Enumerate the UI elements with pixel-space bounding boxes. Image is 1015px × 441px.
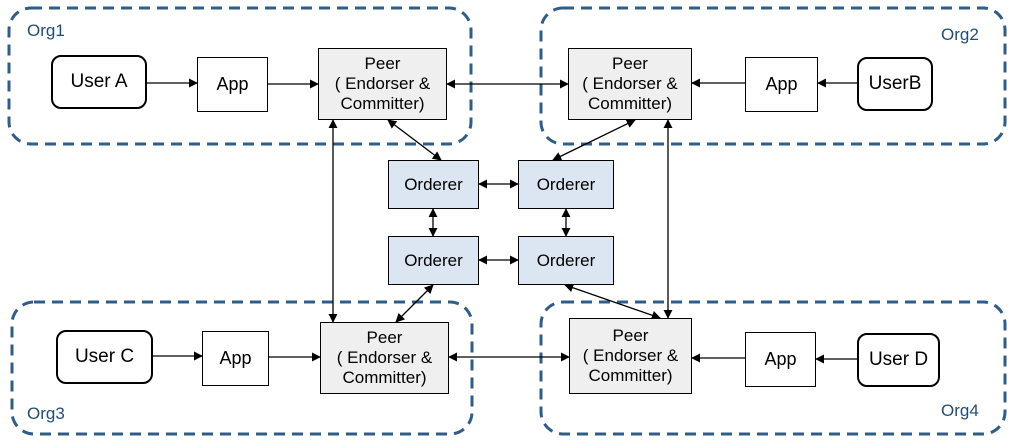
peer-role-line: Committer) (587, 94, 673, 113)
peer-org1: Peer ( Endorser & Committer) (318, 48, 447, 120)
peer-role-line: ( Endorser & (336, 348, 433, 367)
peer-title: Peer (612, 326, 649, 345)
peer-role-line: Committer) (588, 366, 673, 385)
org4-label: Org4 (941, 401, 979, 420)
orderer-bottom-right: Orderer (518, 236, 614, 285)
org2-label: Org2 (941, 25, 979, 44)
peer-title: Peer (612, 54, 648, 73)
user-d-node: User D (857, 333, 940, 387)
peer-org4: Peer ( Endorser & Committer) (569, 318, 692, 394)
arrow-peer3-orderer3 (395, 284, 434, 323)
peer-role-line: ( Endorser & (582, 74, 678, 93)
peer-role-line: ( Endorser & (582, 346, 679, 365)
arrow-peer2-orderer2 (552, 119, 636, 161)
arrow-peer1-orderer1 (387, 119, 442, 161)
org3-container (10, 300, 474, 436)
user-c-node: User C (56, 330, 153, 384)
app-org4: App (745, 332, 816, 387)
org2-container (539, 6, 1007, 146)
app-org1: App (197, 57, 268, 112)
peer-role-line: Committer) (340, 94, 425, 113)
user-a-node: User A (51, 55, 147, 109)
org1-label: Org1 (27, 21, 65, 40)
arrow-peer4-orderer4 (564, 283, 661, 320)
orderer-bottom-left: Orderer (388, 236, 479, 285)
user-b-node: UserB (857, 57, 933, 111)
org1-container (7, 6, 473, 146)
orderer-top-left: Orderer (388, 160, 479, 209)
peer-role-line: Committer) (342, 368, 427, 387)
peer-title: Peer (366, 328, 403, 347)
peer-org2: Peer ( Endorser & Committer) (568, 48, 692, 120)
org3-label: Org3 (27, 404, 65, 423)
orderer-top-right: Orderer (518, 160, 614, 209)
peer-org3: Peer ( Endorser & Committer) (320, 322, 449, 394)
peer-title: Peer (364, 54, 401, 73)
app-org3: App (202, 331, 269, 386)
peer-role-line: ( Endorser & (334, 74, 431, 93)
app-org2: App (745, 57, 818, 112)
